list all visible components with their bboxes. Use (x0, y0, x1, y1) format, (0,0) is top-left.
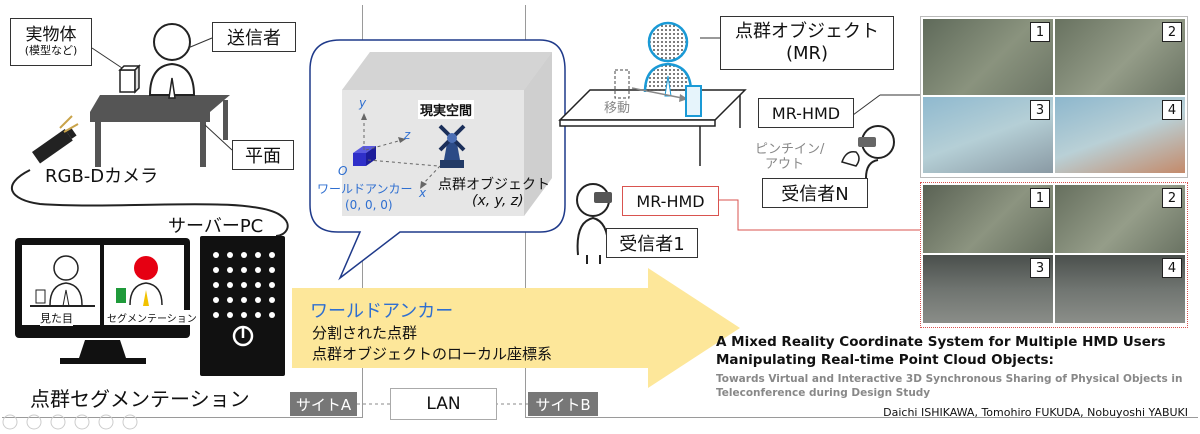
origin-label: O (338, 164, 348, 178)
site-a-tag: サイトA (290, 392, 357, 416)
photo-top-2-number: 2 (1162, 22, 1182, 42)
plane-text: 平面 (245, 146, 281, 167)
sender-label: 送信者 (212, 22, 296, 52)
axis-z-label: z (404, 128, 411, 142)
lan-label: LAN (390, 388, 497, 420)
receiver-1-text: 受信者1 (619, 234, 685, 255)
paper-authors: Daichi ISHIKAWA, Tomohiro FUKUDA, Nobuyo… (883, 406, 1188, 419)
photo-bottom-4-number: 4 (1162, 258, 1182, 278)
pinch-line1: ピンチイン/ (755, 142, 825, 157)
photo-bottom-3: 3 (923, 255, 1053, 323)
arrow-title: ワールドアンカー (310, 301, 454, 322)
point-object-subtext: (MR) (785, 43, 829, 64)
monitor-left-caption: 見た目 (40, 310, 73, 326)
move-label: 移動 (604, 101, 631, 116)
receiver-1-label: 受信者1 (606, 228, 698, 258)
point-object-text: 点群オブジェクト (735, 21, 879, 43)
paper-title-line2: Manipulating Real-time Point Cloud Objec… (716, 352, 1054, 368)
real-space-label: 現実空間 (418, 100, 475, 119)
photo-grid-bottom: 1 2 3 4 (920, 182, 1188, 328)
sender-text: 送信者 (227, 28, 281, 49)
point-object-label: 点群オブジェクト (MR) (720, 16, 894, 70)
hmd-mid-label: MR-HMD (622, 186, 719, 216)
photo-bottom-2-number: 2 (1162, 188, 1182, 208)
hmd-mid-text: MR-HMD (636, 191, 705, 211)
monitor-right-caption: セグメンテーション (107, 310, 197, 325)
receiver-n-text: 受信者N (781, 184, 849, 205)
paper-subtitle-line1: Towards Virtual and Interactive 3D Synch… (716, 373, 1183, 385)
paper-title-line1: A Mixed Reality Coordinate System for Mu… (716, 334, 1166, 350)
arrow-line2: 点群オブジェクトのローカル座標系 (312, 345, 553, 363)
photo-top-3-number: 3 (1030, 100, 1050, 120)
axis-y-label: y (359, 96, 367, 110)
hmd-top-label: MR-HMD (758, 98, 854, 128)
axis-x-label: x (419, 186, 427, 200)
object-coords: (x, y, z) (472, 193, 524, 209)
arrow-line1: 分割された点群 (312, 324, 418, 342)
object-label: 点群オブジェクト (438, 177, 550, 193)
segmentation-label: 点群セグメンテーション (30, 387, 250, 411)
site-b-tag: サイトB (528, 392, 598, 416)
lan-text: LAN (426, 394, 461, 414)
photo-top-3: 3 (923, 97, 1053, 173)
camera-label: RGB-Dカメラ (45, 166, 159, 187)
photo-bottom-2: 2 (1055, 185, 1185, 253)
anchor-coords: (0, 0, 0) (345, 198, 393, 212)
photo-bottom-1-number: 1 (1030, 188, 1050, 208)
photo-top-2: 2 (1055, 19, 1185, 95)
real-object-text: 実物体 (25, 24, 77, 45)
real-object-label: 実物体 (模型など) (10, 18, 92, 66)
real-object-subtext: (模型など) (24, 44, 78, 58)
photo-top-4-number: 4 (1162, 100, 1182, 120)
photo-top-1-number: 1 (1030, 22, 1050, 42)
photo-bottom-3-number: 3 (1030, 258, 1050, 278)
photo-top-4: 4 (1055, 97, 1185, 173)
photo-bottom-4: 4 (1055, 255, 1185, 323)
hmd-top-text: MR-HMD (771, 103, 841, 123)
receiver-n-label: 受信者N (762, 178, 868, 208)
pinch-label: ピンチイン/ アウト (755, 142, 825, 173)
photo-grid-top: 1 2 3 4 (920, 16, 1188, 178)
anchor-label: ワールドアンカー (317, 182, 413, 196)
server-label: サーバーPC (168, 216, 264, 237)
plane-label: 平面 (232, 140, 294, 170)
paper-subtitle-line2: Teleconference during Design Study (716, 387, 931, 399)
pinch-line2: アウト (765, 156, 805, 172)
photo-bottom-1: 1 (923, 185, 1053, 253)
photo-top-1: 1 (923, 19, 1053, 95)
